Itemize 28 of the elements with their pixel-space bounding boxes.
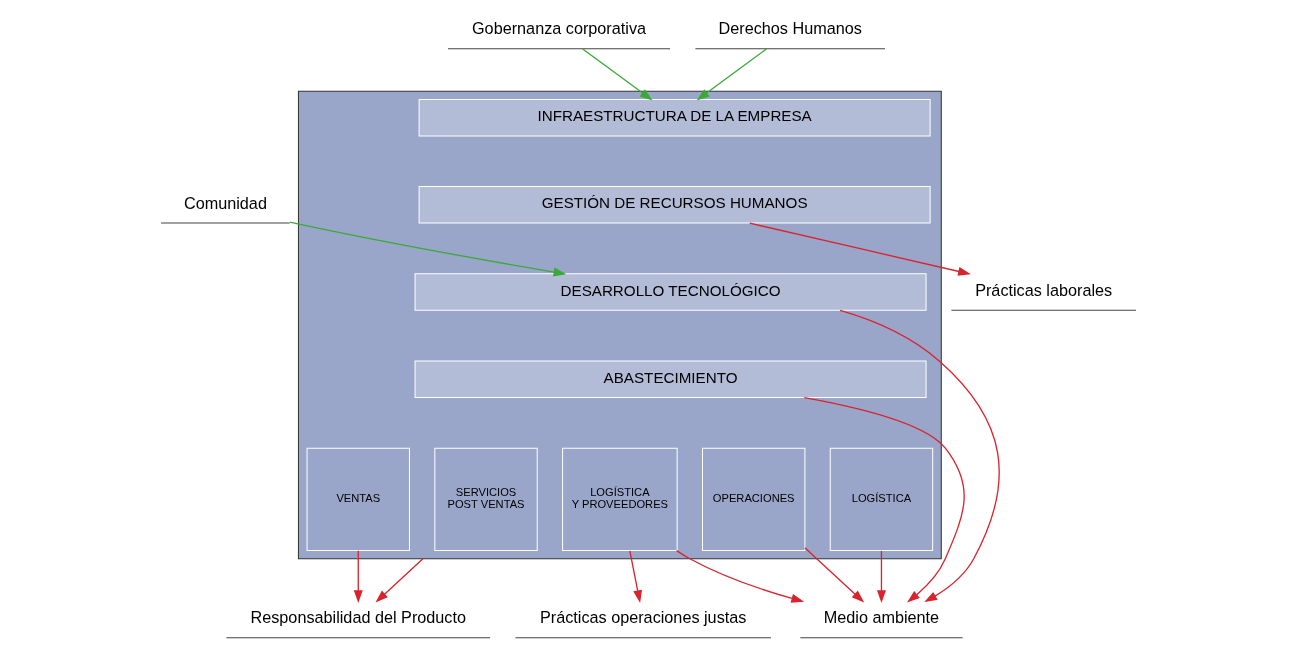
node-box: LOGÍSTICA bbox=[829, 447, 933, 552]
node-box: SERVICIOS POST VENTAS bbox=[433, 447, 538, 552]
node-text: Prácticas laborales bbox=[974, 280, 1112, 299]
node-box: OPERACIONES bbox=[701, 447, 805, 552]
arrow bbox=[375, 558, 424, 603]
arrow bbox=[803, 396, 965, 603]
arrow bbox=[696, 48, 767, 101]
node-box: LOGÍSTICA Y PROVEEDORES bbox=[561, 447, 678, 552]
arrow bbox=[675, 550, 804, 603]
node-text: Prácticas operaciones justas bbox=[539, 608, 746, 627]
arrow bbox=[838, 309, 1000, 603]
node-text: Responsabilidad del Producto bbox=[250, 608, 466, 627]
arrow bbox=[288, 221, 566, 277]
arrow bbox=[628, 550, 642, 604]
arrow bbox=[353, 550, 363, 604]
arrow bbox=[748, 222, 971, 276]
arrow bbox=[803, 547, 864, 603]
node-box: DESARROLLO TECNOLÓGICO bbox=[414, 273, 927, 311]
node-text: Medio ambiente bbox=[823, 608, 939, 627]
node-text: Derechos Humanos bbox=[718, 19, 862, 38]
arrow bbox=[581, 48, 653, 101]
node-box: INFRAESTRUCTURA DE LA EMPRESA bbox=[418, 98, 931, 137]
node-text: Gobernanza corporativa bbox=[471, 19, 646, 38]
node-box: VENTAS bbox=[306, 447, 410, 552]
node-box: ABASTECIMIENTO bbox=[414, 360, 927, 398]
arrow bbox=[876, 550, 886, 604]
node-box: GESTIÓN DE RECURSOS HUMANOS bbox=[418, 186, 931, 224]
node-text: Comunidad bbox=[183, 193, 267, 212]
